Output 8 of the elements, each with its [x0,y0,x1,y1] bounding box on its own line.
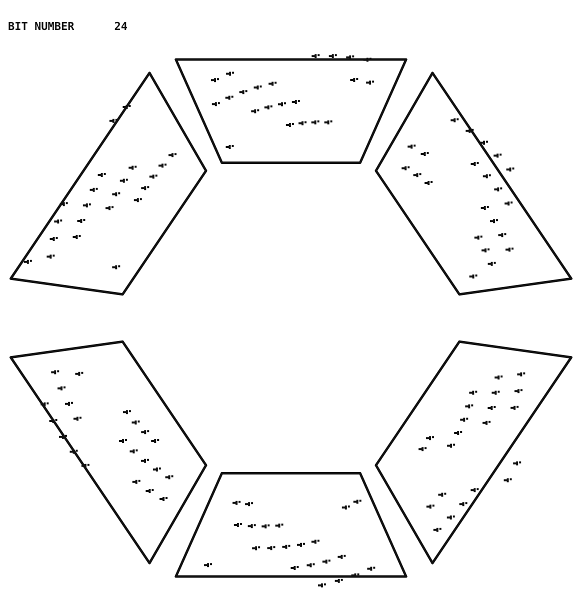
annular-sector [174,58,408,164]
plot-heading: BIT NUMBER [8,20,74,33]
annular-sector [174,472,408,578]
annular-sector [374,72,572,296]
bit-number-value: 24 [114,20,128,33]
annular-sector [374,340,572,564]
annular-sector [10,72,208,296]
annular-sector [10,340,208,564]
